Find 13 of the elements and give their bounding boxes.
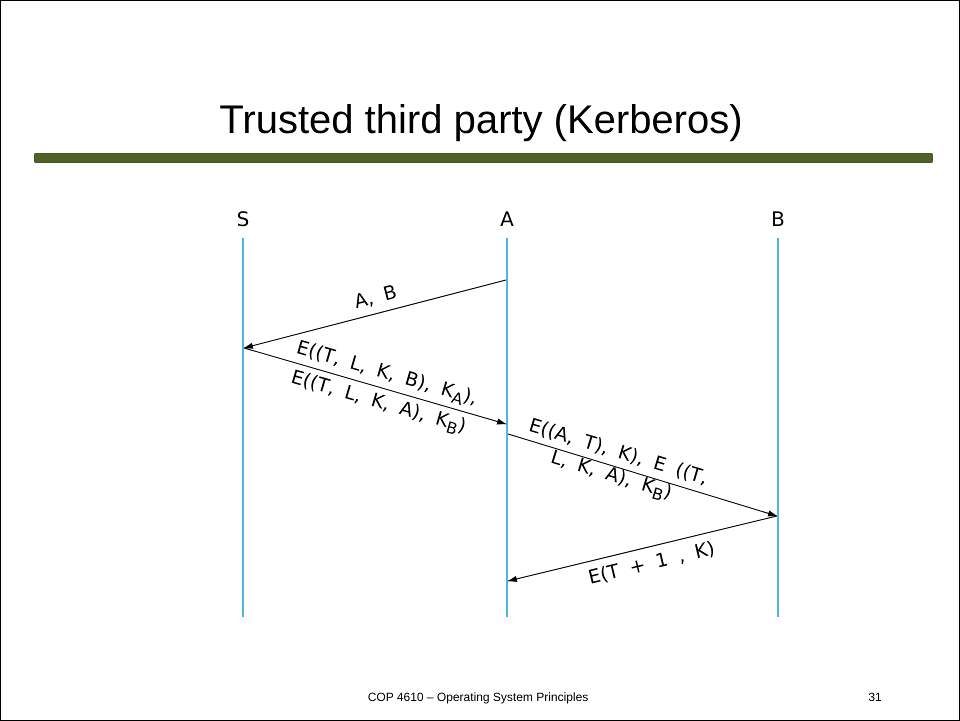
message-arrow	[244, 348, 506, 425]
participant-label: B	[770, 206, 786, 232]
message-label: E(T + 1 , K)	[586, 536, 717, 590]
message-arrow	[508, 434, 778, 516]
footer-text: COP 4610 – Operating System Principles	[368, 690, 588, 704]
message-label: A, B	[352, 280, 400, 314]
message-label: E((A, T), K), E ((T, L, K, A), K$_{B}$)	[525, 414, 712, 508]
participant-label: S	[236, 206, 250, 232]
participant-label: A	[499, 206, 515, 232]
slide-title: Trusted third party (Kerberos)	[218, 97, 744, 144]
message-arrow	[244, 280, 506, 349]
page-number: 31	[868, 690, 882, 704]
message-arrow	[508, 516, 778, 582]
